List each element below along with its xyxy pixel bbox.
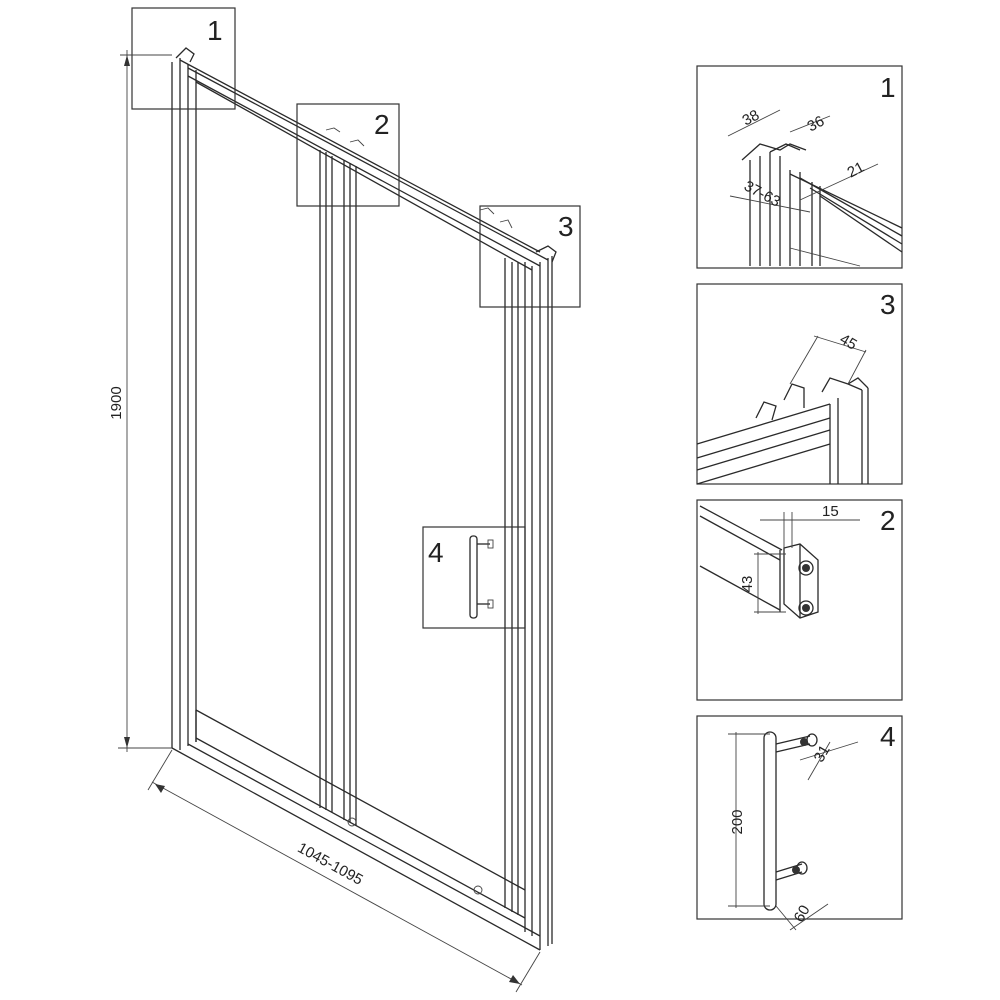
detail-4-dimension-lines [728,732,859,931]
detail-panel-4 [696,715,903,920]
detail-2-dim-43: 43 [739,576,756,593]
door-main-view [171,47,557,951]
detail-panel-2 [696,499,903,701]
callout-number-3: 3 [558,211,574,242]
width-dimension [147,749,541,993]
detail-1-profile [741,143,903,267]
detail-2-number: 2 [880,505,896,536]
callout-frame-2 [296,103,400,207]
detail-3-dim-45: 45 [837,331,860,354]
detail-panel-3 [696,283,903,485]
detail-1-dim-38: 38 [740,107,763,130]
detail-4-dim-200: 200 [729,809,746,834]
detail-4-dim-60: 60 [791,902,814,925]
detail-1-dim-37-63: 37-63 [741,178,783,211]
detail-1-dim-21: 21 [845,159,868,182]
detail-4-number: 4 [880,721,896,752]
detail-1-number: 1 [880,72,896,103]
callout-frame-3 [479,205,581,308]
callout-frame-1 [131,7,236,110]
callout-number-2: 2 [374,109,390,140]
detail-1-dim-36: 36 [805,113,828,136]
callout-number-1: 1 [207,15,223,46]
height-dimension-label: 1900 [108,386,125,419]
detail-2-roller [699,505,819,619]
detail-2-dimension-lines [754,512,860,614]
width-dimension-label: 1045-1095 [295,839,366,888]
detail-3-profile [696,377,869,485]
detail-panel-1 [696,65,903,269]
detail-3-dimension-lines [789,335,867,385]
detail-1-dimension-lines [727,109,879,213]
detail-2-dim-15: 15 [822,503,839,520]
callout-frame-4 [422,526,526,629]
detail-4-dim-31: 31 [811,742,834,765]
height-dimension [118,50,172,752]
callout-number-4: 4 [428,537,444,568]
detail-4-handle [763,731,818,911]
detail-3-number: 3 [880,289,896,320]
